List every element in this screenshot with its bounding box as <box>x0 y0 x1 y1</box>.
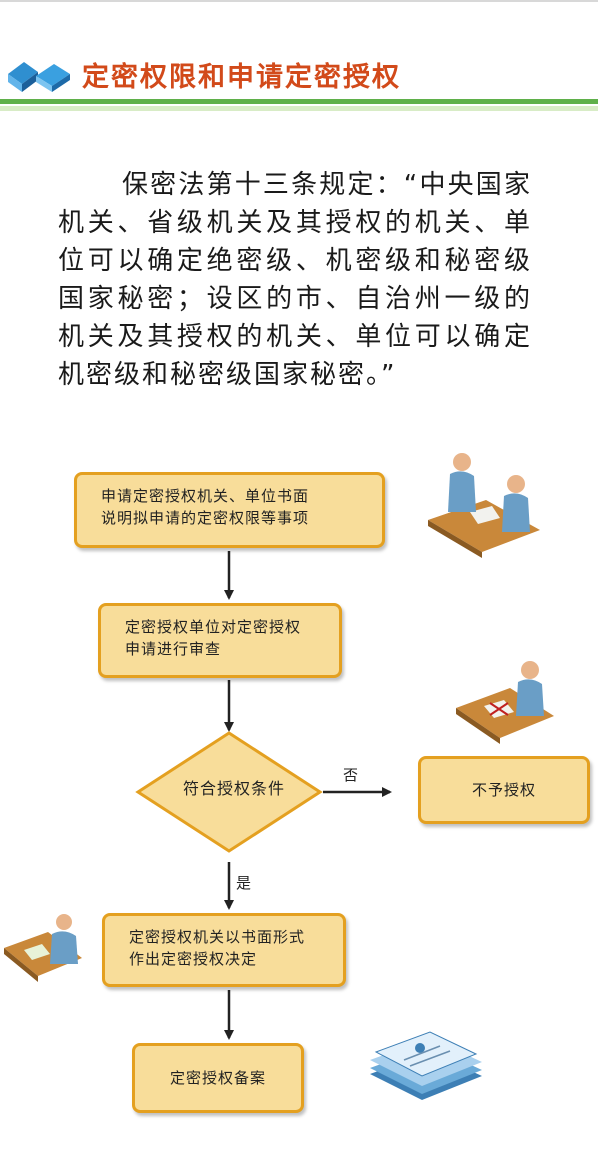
logo-icon <box>8 62 70 92</box>
decision-label: 符合授权条件 <box>182 779 285 798</box>
reject-label: 不予授权 <box>471 781 536 799</box>
step3-line2: 作出定密授权决定 <box>129 950 258 968</box>
step1-line2: 说明拟申请的定密权限等事项 <box>101 509 310 527</box>
law-text: 保密法第十三条规定：“中央国家机关、省级机关及其授权的机关、单位可以确定绝密级、… <box>58 170 532 390</box>
no-label: 否 <box>343 766 359 784</box>
header-divider <box>0 99 598 104</box>
page-header: 定密权限和申请定密授权 <box>0 40 598 120</box>
reject-box: 不予授权 <box>418 756 590 824</box>
step4-label: 定密授权备案 <box>169 1069 266 1087</box>
header-divider-light <box>0 106 598 111</box>
top-border <box>0 0 598 2</box>
yes-label: 是 <box>236 874 252 892</box>
stacked-documents-icon <box>370 1031 482 1100</box>
step4-box: 定密授权备案 <box>132 1043 304 1113</box>
page-title: 定密权限和申请定密授权 <box>82 62 401 93</box>
step2-line2: 申请进行审查 <box>125 640 222 658</box>
step2-box: 定密授权单位对定密授权 申请进行审查 <box>98 603 342 678</box>
person-rejecting-document-icon <box>456 661 554 744</box>
step1-line1: 申请定密授权机关、单位书面 <box>101 487 310 505</box>
step3-box: 定密授权机关以书面形式 作出定密授权决定 <box>102 913 346 987</box>
step3-line1: 定密授权机关以书面形式 <box>129 928 306 946</box>
step2-line1: 定密授权单位对定密授权 <box>125 618 302 636</box>
person-writing-icon <box>4 914 82 982</box>
decision-diamond <box>135 731 323 853</box>
meeting-people-icon <box>428 453 540 558</box>
step1-box: 申请定密授权机关、单位书面 说明拟申请的定密权限等事项 <box>74 472 385 548</box>
